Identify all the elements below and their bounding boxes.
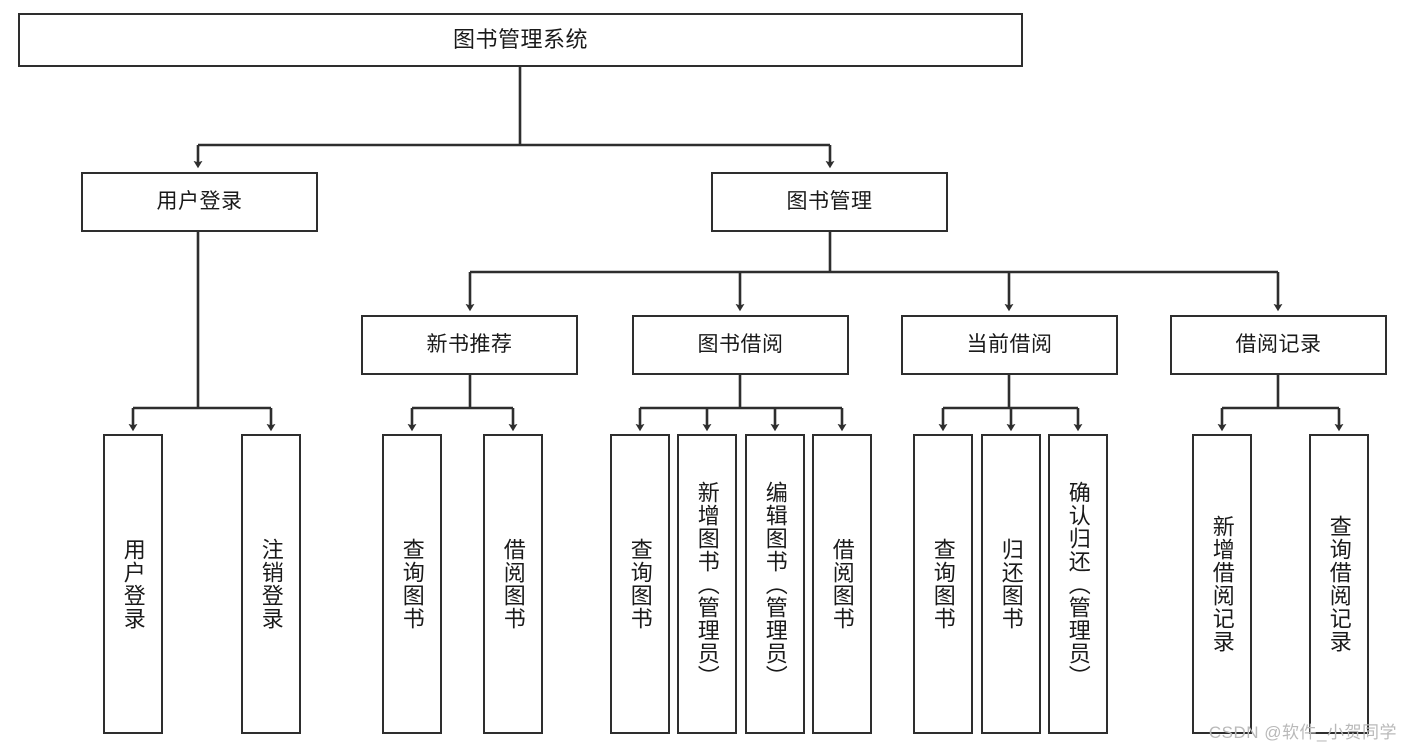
node-label: 新书推荐 xyxy=(426,332,513,356)
node-label: 借阅图书 xyxy=(829,538,855,630)
node-borrow-records[interactable]: 借阅记录 xyxy=(1170,315,1387,375)
leaf-records-query-record[interactable]: 查询借阅记录 xyxy=(1309,434,1369,734)
node-label: 借阅记录 xyxy=(1235,332,1322,356)
leaf-current-confirm-return-admin[interactable]: 确认归还（管理员） xyxy=(1048,434,1108,734)
leaf-records-add-record[interactable]: 新增借阅记录 xyxy=(1192,434,1252,734)
leaf-borrow-query-book[interactable]: 查询图书 xyxy=(610,434,670,734)
node-label: 图书管理系统 xyxy=(452,27,588,53)
leaf-current-query-book[interactable]: 查询图书 xyxy=(913,434,973,734)
leaf-new-book-query[interactable]: 查询图书 xyxy=(382,434,442,734)
leaf-user-login-signin[interactable]: 用户登录 xyxy=(103,434,163,734)
node-label: 用户登录 xyxy=(120,538,146,630)
node-user-login[interactable]: 用户登录 xyxy=(81,172,318,232)
node-label: 当前借阅 xyxy=(966,332,1053,356)
node-label: 借阅图书 xyxy=(500,538,526,630)
node-label: 查询图书 xyxy=(627,538,653,630)
node-label: 图书管理 xyxy=(786,189,873,213)
node-label: 查询借阅记录 xyxy=(1326,515,1352,653)
node-label: 新增图书（管理员） xyxy=(694,480,720,688)
leaf-user-login-signout[interactable]: 注销登录 xyxy=(241,434,301,734)
node-label: 用户登录 xyxy=(156,189,243,213)
node-new-book-recommend[interactable]: 新书推荐 xyxy=(361,315,578,375)
node-current-borrow[interactable]: 当前借阅 xyxy=(901,315,1118,375)
node-label: 确认归还（管理员） xyxy=(1065,480,1091,688)
leaf-borrow-borrow-book[interactable]: 借阅图书 xyxy=(812,434,872,734)
node-book-borrow[interactable]: 图书借阅 xyxy=(632,315,849,375)
node-label: 归还图书 xyxy=(998,538,1024,630)
node-label: 注销登录 xyxy=(258,538,284,630)
leaf-new-book-borrow[interactable]: 借阅图书 xyxy=(483,434,543,734)
node-root-system[interactable]: 图书管理系统 xyxy=(18,13,1023,67)
node-label: 图书借阅 xyxy=(697,332,784,356)
leaf-borrow-add-book-admin[interactable]: 新增图书（管理员） xyxy=(677,434,737,734)
node-label: 查询图书 xyxy=(930,538,956,630)
leaf-borrow-edit-book-admin[interactable]: 编辑图书（管理员） xyxy=(745,434,805,734)
node-label: 查询图书 xyxy=(399,538,425,630)
node-label: 新增借阅记录 xyxy=(1209,515,1235,653)
node-label: 编辑图书（管理员） xyxy=(762,480,788,688)
watermark-text: CSDN @软件_小贺同学 xyxy=(1208,723,1397,742)
node-book-management[interactable]: 图书管理 xyxy=(711,172,948,232)
leaf-current-return-book[interactable]: 归还图书 xyxy=(981,434,1041,734)
